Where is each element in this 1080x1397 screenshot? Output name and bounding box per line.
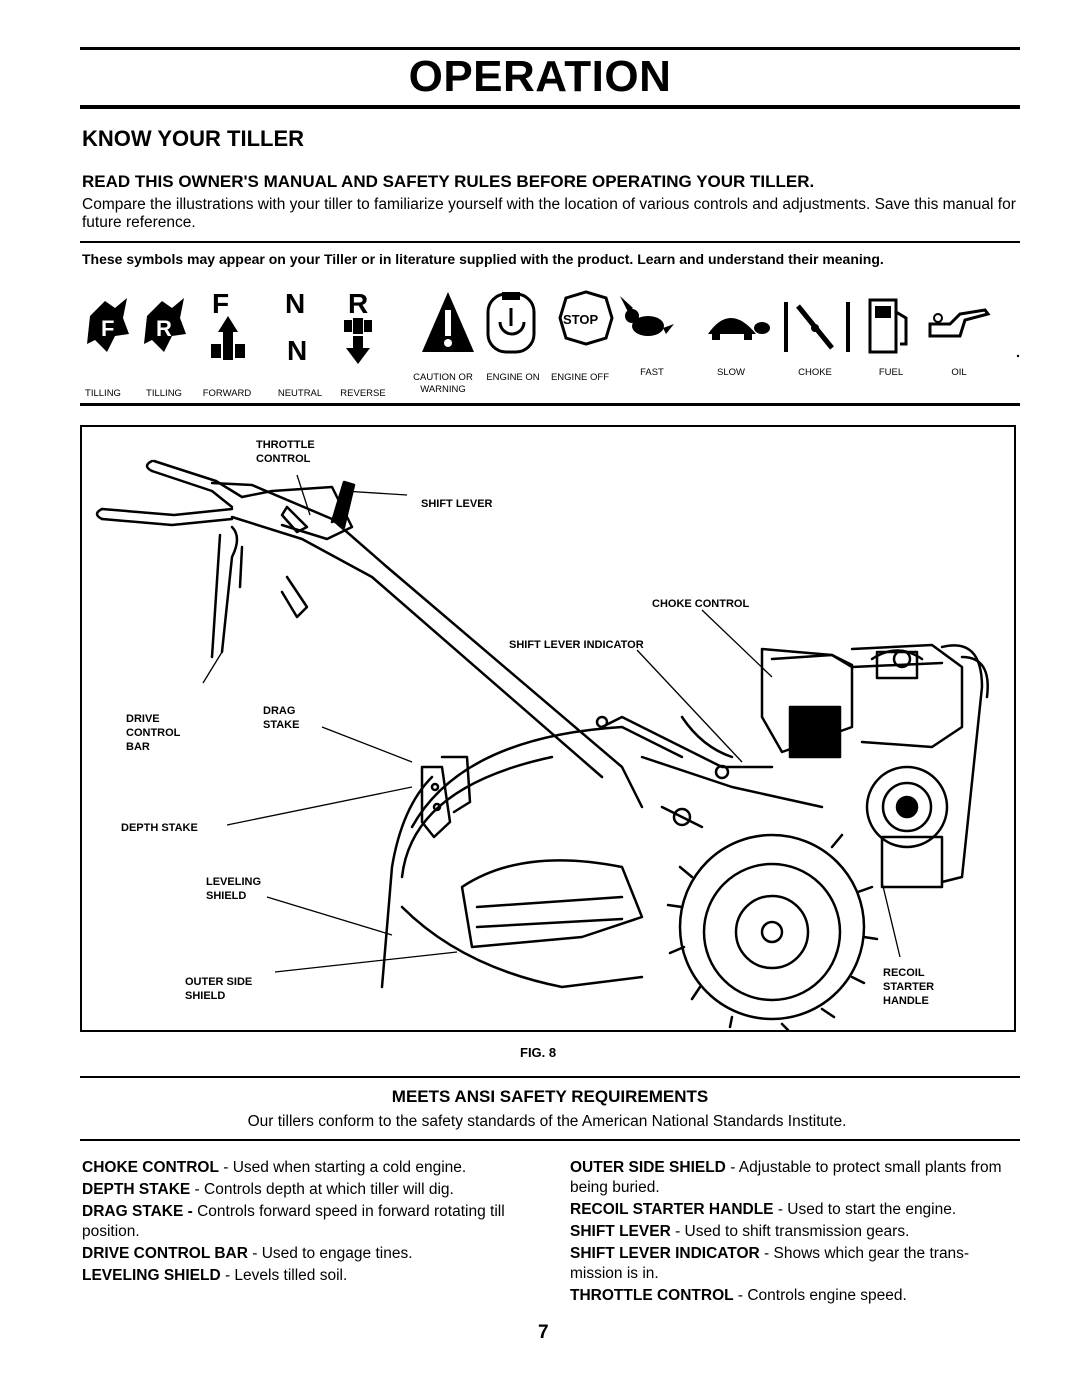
ansi-text: Our tillers conform to the safety standa… <box>247 1113 847 1130</box>
tiller-illustration <box>95 459 989 1030</box>
def-shift-lever: SHIFT LEVER - Used to shift transmission… <box>570 1223 910 1240</box>
callout-shift-lever: SHIFT LEVER <box>421 498 493 510</box>
callout-drag-stake: DRAG STAKE <box>263 705 300 731</box>
reverse-letter: R <box>348 288 368 319</box>
callout-shift-lever-indicator: SHIFT LEVER INDICATOR <box>509 639 644 651</box>
symbol-label-oil: OIL <box>951 367 967 378</box>
section-subheading: READ THIS OWNER'S MANUAL AND SAFETY RULE… <box>82 172 815 191</box>
symbol-label-fast: FAST <box>640 367 664 378</box>
intro-paragraph: Compare the illustrations with your till… <box>82 196 1016 231</box>
neutral-icon: N <box>287 335 307 366</box>
callout-recoil-starter-handle: RECOIL STARTER HANDLE <box>883 967 935 1007</box>
top-rule <box>80 47 1020 50</box>
figure-caption: FIG. 8 <box>520 1045 557 1060</box>
warning-icon <box>422 292 474 352</box>
svg-text:STOP: STOP <box>563 312 598 327</box>
symbols-strip: F R F N R N STOP <box>87 288 1020 366</box>
tilling-reverse-icon: R <box>144 298 186 352</box>
symbols-top-rule <box>80 241 1020 243</box>
forward-icon <box>211 316 245 360</box>
def-shift-lever-indicator: SHIFT LEVER INDICATOR - Shows which gear… <box>570 1245 970 1282</box>
symbol-label-reverse: REVERSE <box>340 388 386 399</box>
symbol-label-engine-off: ENGINE OFF <box>550 372 610 383</box>
figure-frame <box>80 425 1016 1032</box>
page-number: 7 <box>538 1322 549 1343</box>
rabbit-icon <box>620 296 674 336</box>
callout-depth-stake: DEPTH STAKE <box>121 822 198 834</box>
symbol-label-choke: CHOKE <box>798 367 832 378</box>
callout-choke-control: CHOKE CONTROL <box>652 598 750 610</box>
def-drag-stake: DRAG STAKE - Controls forward speed in f… <box>82 1203 505 1240</box>
def-drive-control-bar: DRIVE CONTROL BAR - Used to engage tines… <box>82 1245 413 1262</box>
def-leveling-shield: LEVELING SHIELD - Levels tilled soil. <box>82 1267 348 1284</box>
callout-outer-side-shield: OUTER SIDE SHIELD <box>185 976 253 1002</box>
forward-letter: F <box>212 288 229 319</box>
oil-icon <box>928 308 991 338</box>
reverse-icon <box>344 318 372 364</box>
ansi-top-rule <box>80 1076 1020 1078</box>
def-outer-side-shield: OUTER SIDE SHIELD - Adjustable to protec… <box>570 1159 1002 1196</box>
def-depth-stake: DEPTH STAKE - Controls depth at which ti… <box>82 1181 454 1198</box>
def-choke-control: CHOKE CONTROL - Used when starting a col… <box>82 1159 467 1176</box>
symbol-label-neutral: NEUTRAL <box>277 388 323 399</box>
ansi-bottom-rule <box>80 1139 1020 1141</box>
page-title: OPERATION <box>408 52 672 101</box>
svg-text:R: R <box>156 316 172 341</box>
callout-throttle-control: THROTTLE CONTROL <box>256 439 315 465</box>
def-throttle-control: THROTTLE CONTROL - Controls engine speed… <box>570 1287 907 1304</box>
symbol-label-caution: CAUTION OR WARNING <box>413 372 473 395</box>
neutral-letter: N <box>285 288 305 319</box>
symbol-label-forward: FORWARD <box>202 388 252 399</box>
turtle-icon <box>708 318 770 340</box>
symbols-bottom-rule <box>80 403 1020 406</box>
title-rule <box>80 105 1020 109</box>
callout-drive-control-bar: DRIVE CONTROL BAR <box>126 713 181 753</box>
symbol-label-tilling-forward: TILLING <box>85 388 121 399</box>
svg-text:F: F <box>101 316 114 341</box>
tilling-forward-icon: F <box>87 298 129 352</box>
symbol-label-engine-on: ENGINE ON <box>486 372 540 383</box>
choke-icon <box>784 302 850 352</box>
symbol-label-fuel: FUEL <box>878 367 904 378</box>
engine-on-icon <box>486 292 536 354</box>
def-recoil-starter-handle: RECOIL STARTER HANDLE - Used to start th… <box>570 1201 957 1218</box>
symbol-label-tilling-reverse: TILLING <box>146 388 182 399</box>
section-heading: KNOW YOUR TILLER <box>82 126 305 151</box>
definitions-right: OUTER SIDE SHIELD - Adjustable to protec… <box>570 1158 1020 1308</box>
callout-leveling-shield: LEVELING SHIELD <box>206 876 262 902</box>
ansi-heading: MEETS ANSI SAFETY REQUIREMENTS <box>391 1087 709 1106</box>
fuel-icon <box>868 298 908 354</box>
definitions-left: CHOKE CONTROL - Used when starting a col… <box>82 1158 530 1288</box>
engine-off-icon: STOP <box>558 290 614 346</box>
symbols-note: These symbols may appear on your Tiller … <box>82 251 884 267</box>
symbol-label-slow: SLOW <box>717 367 745 378</box>
